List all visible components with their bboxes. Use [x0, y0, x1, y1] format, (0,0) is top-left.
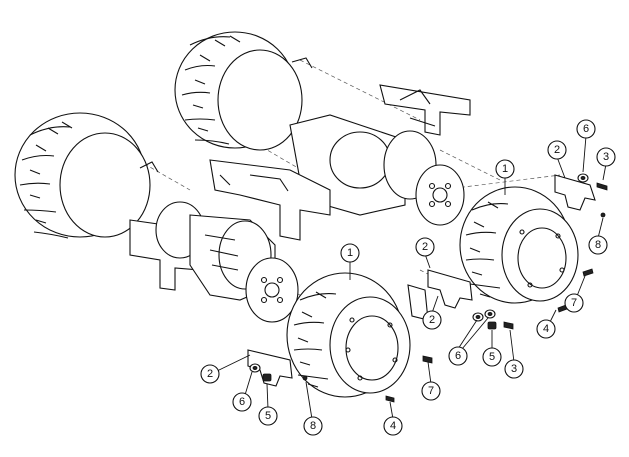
svg-text:8: 8	[595, 239, 601, 251]
svg-text:4: 4	[543, 323, 549, 335]
svg-text:2: 2	[429, 314, 435, 326]
svg-text:6: 6	[239, 396, 245, 408]
callout-4-right: 4	[536, 319, 556, 339]
callout-1-rear-wheel: 1	[495, 159, 515, 179]
svg-text:4: 4	[390, 420, 396, 432]
svg-text:6: 6	[455, 350, 461, 362]
callout-6-bottom-left: 6	[232, 392, 252, 412]
callout-2-bottom-left: 2	[200, 364, 220, 384]
svg-text:6: 6	[583, 123, 589, 135]
svg-text:2: 2	[554, 144, 560, 156]
center-frame	[209, 159, 331, 241]
callout-4-bottom: 4	[383, 416, 403, 436]
callout-2-top-right: 2	[547, 140, 567, 160]
svg-text:5: 5	[489, 351, 495, 363]
svg-text:1: 1	[502, 163, 508, 175]
svg-text:5: 5	[265, 410, 271, 422]
wheel-rear-left	[174, 31, 313, 151]
callout-8-right: 8	[588, 235, 608, 255]
callout-7-bottom: 7	[421, 381, 441, 401]
callout-6-top-right: 6	[576, 119, 596, 139]
callout-2-upper-middle: 2	[415, 237, 435, 257]
svg-text:1: 1	[347, 247, 353, 259]
callout-5-middle: 5	[482, 347, 502, 367]
svg-text:2: 2	[207, 368, 213, 380]
callout-6-middle: 6	[448, 346, 468, 366]
callout-2-middle: 2	[422, 310, 442, 330]
svg-text:3: 3	[511, 363, 517, 375]
hardware	[249, 173, 608, 403]
leader-lines	[216, 135, 607, 420]
front-axle-housing	[129, 201, 299, 323]
svg-text:3: 3	[603, 151, 609, 163]
callout-8-bottom: 8	[303, 416, 323, 436]
wheel-front-right	[286, 272, 411, 398]
svg-text:8: 8	[310, 420, 316, 432]
wheel-front-left	[14, 112, 159, 239]
svg-text:7: 7	[428, 385, 434, 397]
callout-5-bottom-left: 5	[258, 406, 278, 426]
wheel-rear-right	[459, 186, 579, 304]
callout-3-top-right: 3	[596, 147, 616, 167]
svg-text:7: 7	[571, 297, 577, 309]
svg-text:2: 2	[422, 241, 428, 253]
callout-7-right: 7	[564, 293, 584, 313]
callout-3-middle: 3	[504, 359, 524, 379]
weight-brackets	[247, 174, 596, 387]
callout-1-front-wheel: 1	[340, 243, 360, 263]
